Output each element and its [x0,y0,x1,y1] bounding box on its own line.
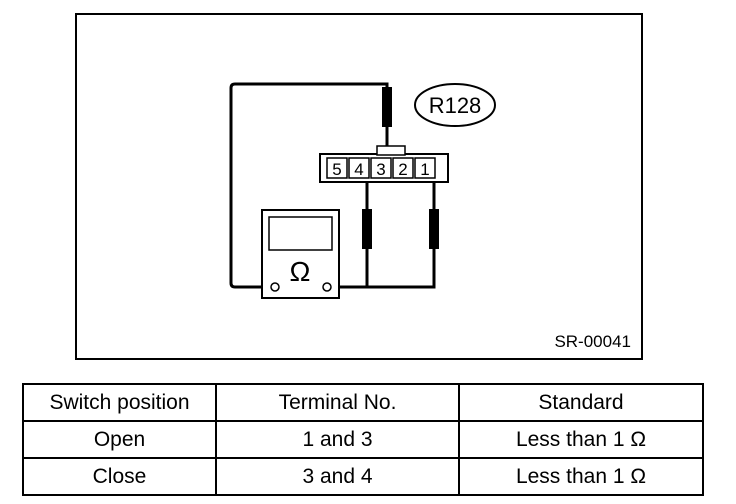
connector-label: R128 [429,93,482,118]
terminal-number: 5 [332,160,341,179]
connector: 5 4 3 2 1 [319,145,449,183]
table-row: Close 3 and 4 Less than 1 Ω [22,457,704,496]
meter-terminal [322,282,332,292]
column-header: Switch position [22,383,217,422]
circuit-diagram: R128 5 4 3 2 1 Ω [229,82,496,299]
spec-table: Switch position Terminal No. Standard Op… [22,383,704,496]
lead-wire-terminal-3 [229,82,389,289]
table-cell: 1 and 3 [215,420,460,459]
connector-label-ellipse [414,83,496,127]
lead-wire-terminal-1 [367,177,436,289]
meter-display [268,216,333,251]
terminal-number: 2 [398,160,407,179]
table-cell: Close [22,457,217,496]
table-cell: 3 and 4 [215,457,460,496]
probe-terminal-4 [362,209,372,249]
table-cell: Open [22,420,217,459]
ohmmeter: Ω [261,209,340,299]
meter-terminal [270,282,280,292]
table-cell: Less than 1 Ω [458,420,704,459]
table-cell: Less than 1 Ω [458,457,704,496]
terminal-number: 3 [376,160,385,179]
table-row: Open 1 and 3 Less than 1 Ω [22,420,704,459]
probe-terminal-3 [382,87,392,127]
terminal-number: 4 [354,160,363,179]
diagram-frame: R128 5 4 3 2 1 Ω SR-00041 [75,13,643,360]
column-header: Standard [458,383,704,422]
figure-code: SR-00041 [554,332,631,351]
terminal-number: 1 [420,160,429,179]
probe-terminal-1 [429,209,439,249]
ohm-symbol: Ω [290,256,311,287]
column-header: Terminal No. [215,383,460,422]
table-header-row: Switch position Terminal No. Standard [22,383,704,422]
